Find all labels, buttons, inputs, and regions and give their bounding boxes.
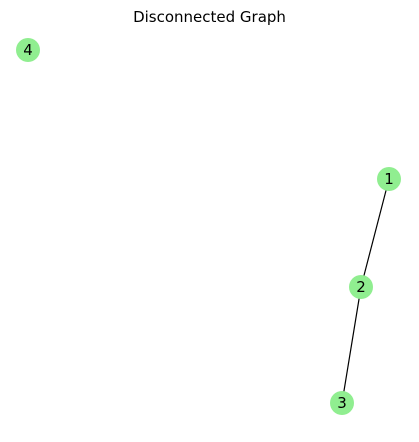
node-3: 3: [330, 391, 354, 415]
graph-title: Disconnected Graph: [133, 8, 286, 26]
node-label-4: 4: [23, 41, 33, 59]
node-2: 2: [349, 275, 373, 299]
node-circle-4: [16, 38, 40, 62]
node-4: 4: [16, 38, 40, 62]
node-circle-2: [349, 275, 373, 299]
node-1: 1: [377, 167, 401, 191]
node-circle-1: [377, 167, 401, 191]
nodes-layer: 1 2 3 4: [16, 38, 401, 415]
node-label-2: 2: [356, 278, 366, 296]
edge-2-3: [341, 286, 362, 404]
node-label-1: 1: [384, 170, 394, 188]
node-label-3: 3: [337, 394, 347, 412]
node-circle-3: [330, 391, 354, 415]
edges-layer: [341, 178, 390, 404]
edge-1-2: [360, 178, 390, 288]
